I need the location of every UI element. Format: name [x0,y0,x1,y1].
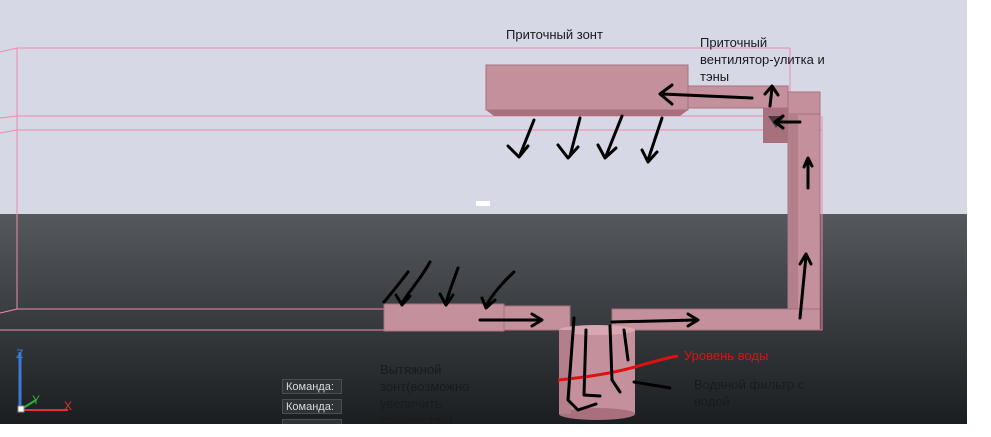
supply-fan-label: Приточный вентилятор-улитка и тэны [700,35,825,84]
supply-hood-label: Приточный зонт [506,27,603,42]
command-line-input[interactable] [282,419,342,424]
axis-x-label: X [64,399,72,413]
arrow-icon [438,266,460,307]
exhaust-hood-label: Вытяжной зонт(возможно увеличить количес… [380,362,470,424]
water-filter-label: Водяной фильтр с водой [694,377,805,409]
axis-z-label: Z [16,347,23,361]
axis-y-label: Y [32,393,40,407]
ucs-axis-icon: Z Y X [16,347,72,413]
duct-bottom-right [611,308,821,331]
command-line-entry: Команда: [282,399,342,414]
command-line-history: Команда: Команда: [282,379,342,424]
water-level-label: Уровень воды [684,348,769,363]
arrow-icon [773,114,802,130]
arrow-icon [480,270,516,310]
model-scene [0,0,967,424]
arrow-icon [382,270,410,304]
arrow-icon [506,118,536,159]
marker [476,201,490,206]
arrow-icon [394,260,432,307]
arrow-icon [658,83,754,106]
command-line-entry: Команда: [282,379,342,394]
arrow-icon [610,312,700,328]
exhaust-hood [383,303,571,332]
supply-hood [485,64,689,116]
arrow-icon [763,84,780,108]
arrow-icon [478,312,544,328]
duct-vertical [787,113,821,327]
arrow-icon [556,116,582,160]
flow-arrows [382,83,814,412]
arrow-icon [802,156,814,190]
cad-viewport[interactable]: Приточный зонт Приточный вентилятор-улит… [0,0,967,424]
arrow-icon [596,114,624,160]
arrow-icon [798,252,813,320]
arrow-icon [640,116,664,164]
